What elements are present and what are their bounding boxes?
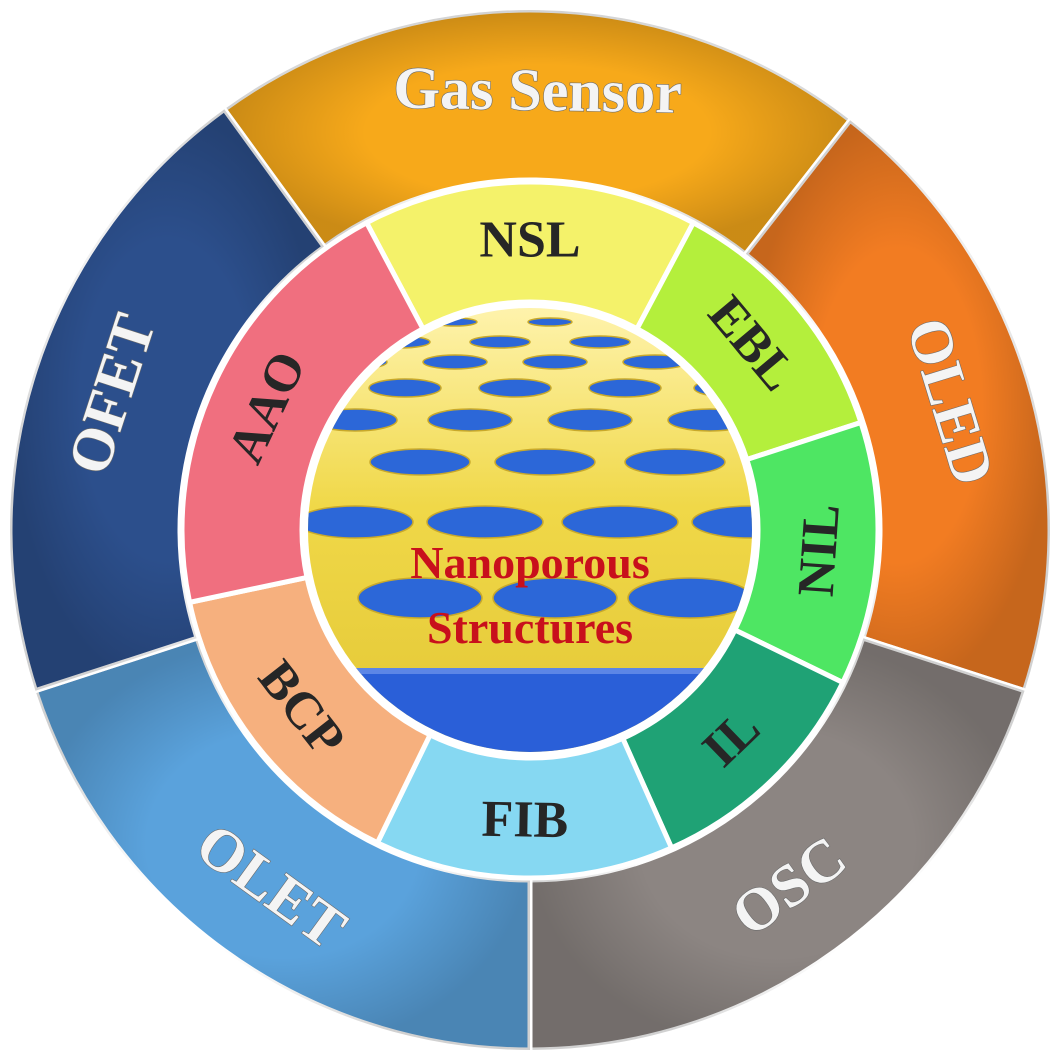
center-title-line1: Nanoporous bbox=[410, 537, 649, 588]
pore bbox=[469, 335, 531, 349]
pore bbox=[494, 448, 596, 476]
pore bbox=[478, 378, 552, 398]
pore bbox=[308, 505, 414, 539]
substrate-edge bbox=[308, 668, 752, 674]
pore bbox=[369, 448, 471, 476]
pore bbox=[627, 577, 752, 619]
pore bbox=[624, 448, 726, 476]
outer-segment-shade-ofet bbox=[10, 109, 325, 691]
pore bbox=[357, 577, 483, 619]
outer-segment-shade-olet bbox=[35, 638, 530, 1050]
pore bbox=[368, 378, 442, 398]
pore bbox=[426, 505, 544, 539]
pore bbox=[569, 335, 631, 349]
outer-segment-shade-gas-sensor bbox=[224, 9, 851, 255]
pore bbox=[561, 505, 679, 539]
pore bbox=[492, 577, 618, 619]
pore bbox=[522, 354, 588, 370]
inner-label-nsl: NSL bbox=[479, 212, 580, 269]
pore bbox=[422, 354, 488, 370]
pore bbox=[691, 505, 752, 539]
outer-segment-shade-osc bbox=[530, 638, 1025, 1050]
pore bbox=[427, 408, 513, 432]
inner-label-nil: NIL bbox=[788, 502, 851, 598]
pore bbox=[547, 408, 633, 432]
center-title-line2: Structures bbox=[427, 602, 633, 653]
inner-label-fib: FIB bbox=[481, 791, 569, 850]
outer-segment-shade-oled bbox=[745, 120, 1050, 691]
pore bbox=[588, 378, 662, 398]
pore bbox=[527, 317, 573, 327]
inner-segment-aao bbox=[179, 219, 427, 606]
outer-label-gas-sensor: Gas Sensor bbox=[393, 55, 682, 126]
